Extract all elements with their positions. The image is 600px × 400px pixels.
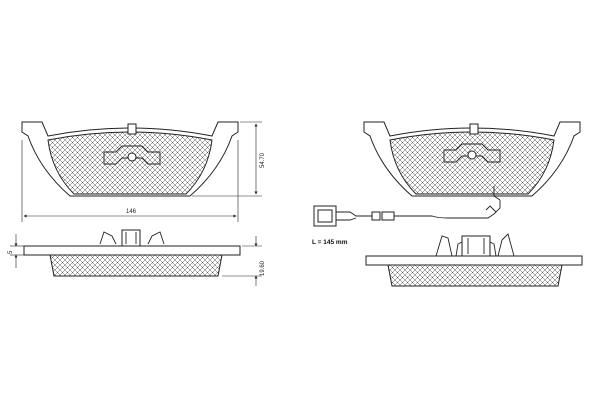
dimension-total-thickness: 19.60 (222, 236, 266, 286)
friction-lining (47, 131, 213, 195)
plate-thickness-label: 5 (8, 250, 14, 254)
spring-clip (99, 229, 165, 247)
wear-sensor: L = 145 mm (312, 200, 501, 246)
pad-front-view-right (363, 121, 581, 201)
friction-lining-side-right (387, 264, 563, 287)
dimension-plate-thickness: 5 (8, 234, 24, 268)
backing-plate-side (23, 245, 241, 256)
pad-side-view-right (365, 233, 583, 287)
sensor-sleeve (371, 211, 381, 221)
spring-clip-right (435, 233, 515, 257)
total-thickness-label: 19.60 (260, 260, 266, 276)
sensor-length-label: L = 145 mm (312, 239, 348, 246)
dimension-width: 146 (21, 140, 239, 222)
center-clip-detail (103, 123, 161, 165)
dimension-height: 54.70 (192, 121, 266, 197)
sensor-cable (394, 200, 501, 219)
friction-lining-right (389, 131, 555, 195)
center-clip-detail-right (443, 123, 501, 163)
backing-plate-side-right (365, 255, 583, 266)
pad-side-view-left (23, 229, 241, 277)
friction-lining-side (49, 254, 223, 277)
width-label: 146 (126, 209, 137, 215)
height-label: 54.70 (260, 152, 266, 168)
sensor-wire-exit (493, 186, 501, 201)
pad-front-view-left (21, 121, 239, 197)
